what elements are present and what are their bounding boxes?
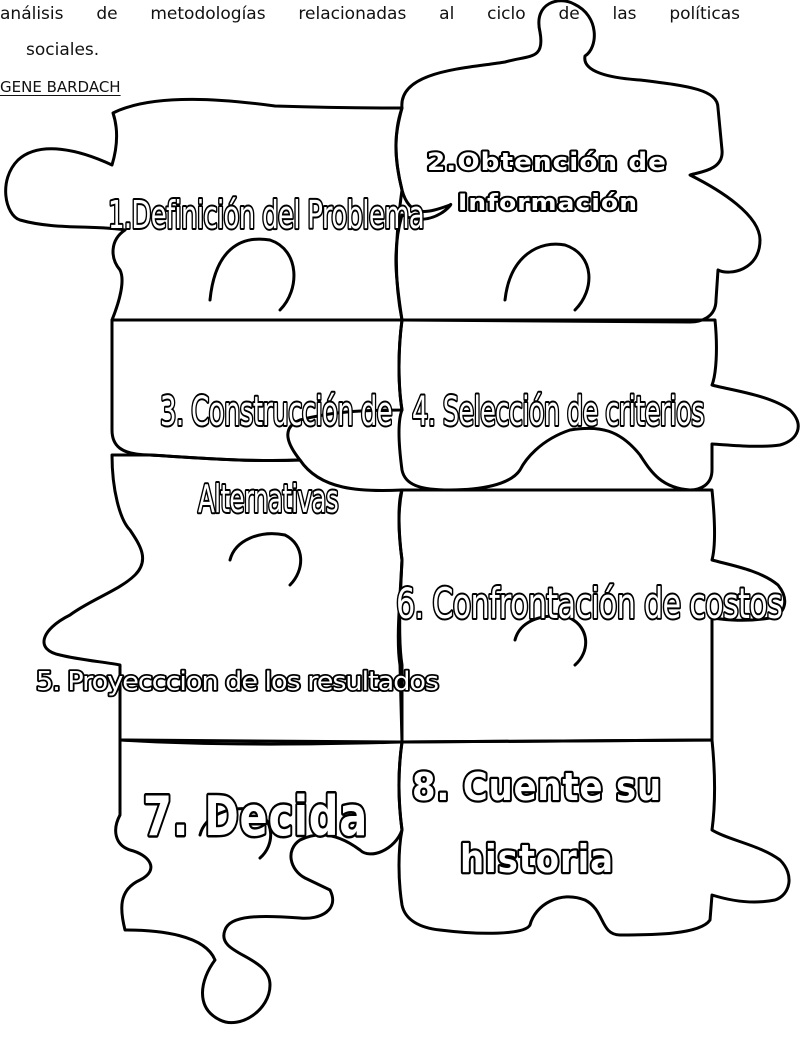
word: al (439, 4, 454, 24)
label-decida: 7. Decida (143, 785, 368, 848)
word: análisis (0, 4, 64, 24)
word: políticas (669, 4, 740, 24)
word: metodologías (150, 4, 265, 24)
puzzle-piece-7-outline (116, 740, 402, 1023)
word: relacionadas (298, 4, 406, 24)
label-cuente-line-1: 8. Cuente su (412, 765, 662, 809)
label-construccion-line-2: Alternativas (198, 477, 338, 521)
puzzle-knob (505, 244, 589, 310)
puzzle-knob (210, 239, 294, 310)
word: ciclo (487, 4, 526, 24)
label-obtencion-line-2: Información (458, 191, 638, 216)
label-confrontacion-costos: 6. Confrontación de costos (396, 579, 782, 628)
label-seleccion-criterios: 4. Selección de criterios (412, 389, 704, 435)
word: las (613, 4, 637, 24)
word: de (558, 4, 579, 24)
label-definicion-problema: 1.Definición del Problema (108, 193, 424, 237)
intro-text-line-1: análisis de metodologías relacionadas al… (0, 4, 740, 24)
label-construccion-line-1: 3. Construcción de (160, 389, 392, 435)
label-cuente-line-2: historia (460, 837, 614, 881)
puzzle-knob (230, 534, 301, 585)
word: de (96, 4, 117, 24)
label-proyeccion-resultados: 5. Proyecccion de los resultados (36, 667, 438, 697)
label-obtencion-line-1: 2.Obtención de (427, 148, 667, 176)
